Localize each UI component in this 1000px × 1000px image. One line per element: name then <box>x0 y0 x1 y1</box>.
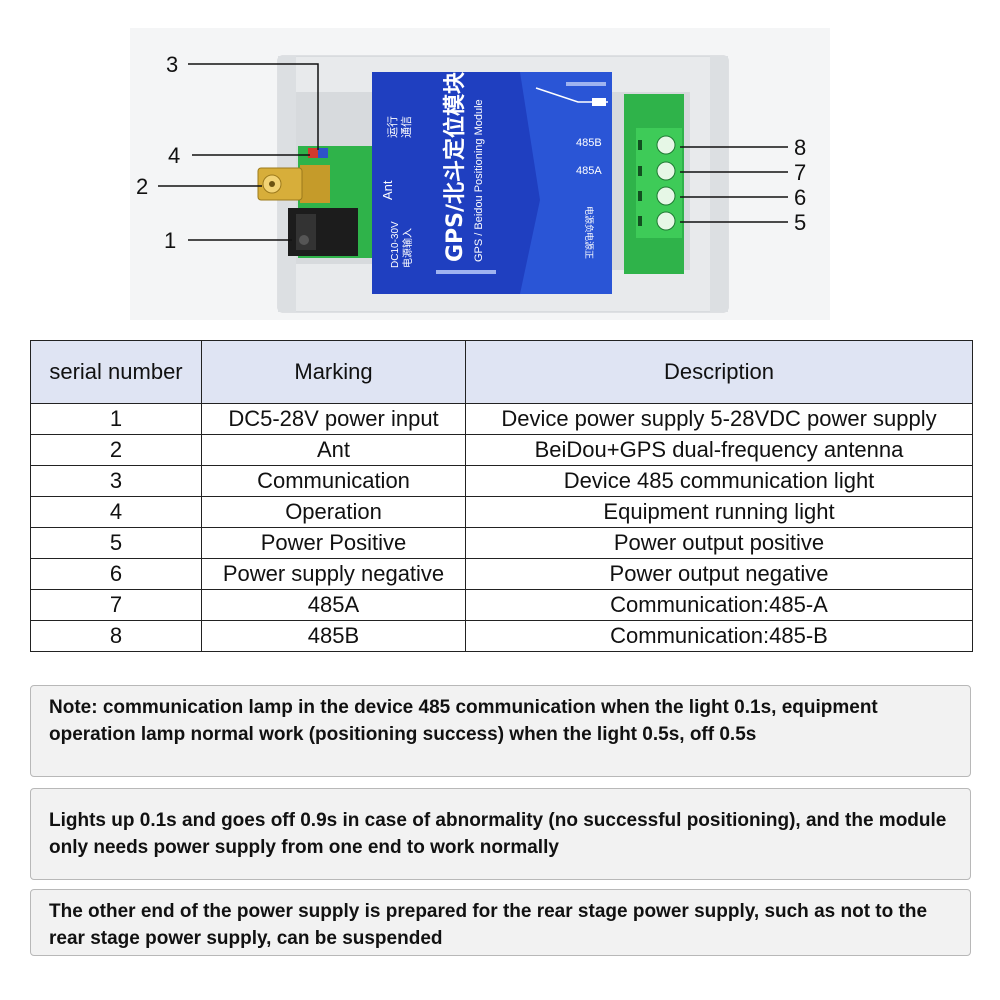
header-serial-number: serial number <box>30 340 202 404</box>
terminal-screw-negative <box>656 186 676 206</box>
label-power-input: 电源输入 <box>401 228 414 268</box>
cell-serial: 2 <box>30 434 202 466</box>
cell-description: Communication:485-B <box>465 620 973 652</box>
label-485a: 485A <box>576 165 602 177</box>
cell-marking: Communication <box>201 465 466 497</box>
table-row: 3 Communication Device 485 communication… <box>30 465 973 497</box>
table-row: 8 485B Communication:485-B <box>30 620 973 652</box>
callout-lines <box>158 63 788 241</box>
label-pos: 电源正 <box>583 232 595 259</box>
cell-description: BeiDou+GPS dual-frequency antenna <box>465 434 973 466</box>
cell-serial: 8 <box>30 620 202 652</box>
cell-description: Device 485 communication light <box>465 465 973 497</box>
label-neg: 电源负 <box>583 206 595 233</box>
cell-serial: 6 <box>30 558 202 590</box>
operation-led <box>318 148 328 158</box>
note-blinking-pattern: Note: communication lamp in the device 4… <box>30 685 971 777</box>
label-dc: DC10-30V <box>390 221 401 268</box>
label-comm: 通信 <box>400 116 413 138</box>
cell-serial: 1 <box>30 403 202 435</box>
callout-3: 3 <box>166 52 178 77</box>
table-header-row: serial number Marking Description <box>30 340 973 404</box>
cell-description: Communication:485-A <box>465 589 973 621</box>
callout-7: 7 <box>794 160 806 185</box>
antenna-connector <box>257 165 330 203</box>
callout-8: 8 <box>794 135 806 160</box>
cell-marking: Power Positive <box>201 527 466 559</box>
table-row: 6 Power supply negative Power output neg… <box>30 558 973 590</box>
device-illustration: GPS/北斗定位模块 GPS / Beidou Positioning Modu… <box>130 28 830 320</box>
cell-serial: 3 <box>30 465 202 497</box>
cell-description: Device power supply 5-28VDC power supply <box>465 403 973 435</box>
terminal-screw-485b <box>656 135 676 155</box>
dc-power-jack <box>288 208 358 256</box>
module-label-plate: GPS/北斗定位模块 GPS / Beidou Positioning Modu… <box>372 71 612 294</box>
cell-marking: Operation <box>201 496 466 528</box>
terminal-screw-positive <box>656 211 676 231</box>
table-row: 2 Ant BeiDou+GPS dual-frequency antenna <box>30 434 973 466</box>
table-row: 4 Operation Equipment running light <box>30 496 973 528</box>
header-description: Description <box>465 340 973 404</box>
pin-definition-table: serial number Marking Description 1 DC5-… <box>30 340 973 652</box>
terminal-screw-485a <box>656 161 676 181</box>
label-ant: Ant <box>380 180 395 200</box>
cell-marking: 485B <box>201 620 466 652</box>
callout-6: 6 <box>794 185 806 210</box>
cell-description: Power output positive <box>465 527 973 559</box>
label-run: 运行 <box>386 116 399 138</box>
callout-4: 4 <box>168 143 180 168</box>
callout-1: 1 <box>164 228 176 253</box>
table-row: 1 DC5-28V power input Device power suppl… <box>30 403 973 435</box>
right-terminal-block <box>624 94 684 274</box>
cell-marking: 485A <box>201 589 466 621</box>
cell-marking: Ant <box>201 434 466 466</box>
cell-serial: 5 <box>30 527 202 559</box>
module-title-en: GPS / Beidou Positioning Module <box>473 99 485 262</box>
header-marking: Marking <box>201 340 466 404</box>
cell-serial: 4 <box>30 496 202 528</box>
cell-description: Power output negative <box>465 558 973 590</box>
module-title-cn: GPS/北斗定位模块 <box>442 71 468 262</box>
cell-serial: 7 <box>30 589 202 621</box>
cell-marking: Power supply negative <box>201 558 466 590</box>
cell-description: Equipment running light <box>465 496 973 528</box>
table-row: 7 485A Communication:485-A <box>30 589 973 621</box>
label-485b: 485B <box>576 137 602 149</box>
table-row: 5 Power Positive Power output positive <box>30 527 973 559</box>
note-abnormal-state: Lights up 0.1s and goes off 0.9s in case… <box>30 788 971 880</box>
communication-led <box>308 148 318 158</box>
callout-5: 5 <box>794 210 806 235</box>
callout-2: 2 <box>136 174 148 199</box>
note-rear-stage-power: The other end of the power supply is pre… <box>30 889 971 956</box>
cell-marking: DC5-28V power input <box>201 403 466 435</box>
